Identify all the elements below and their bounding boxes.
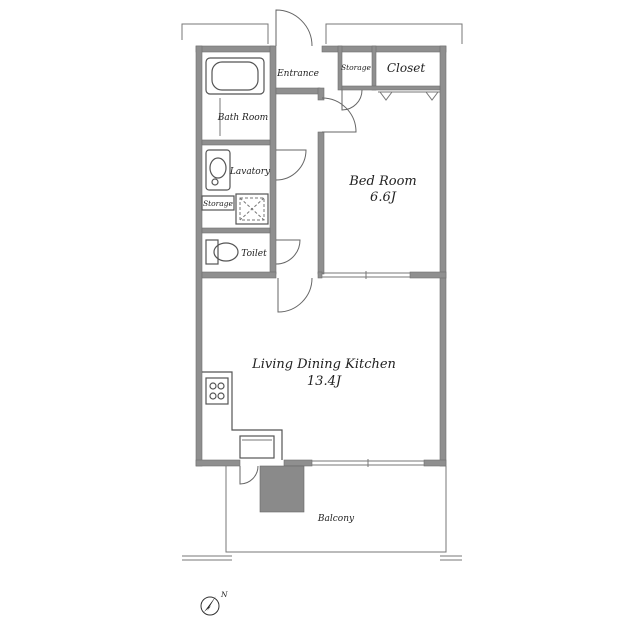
label-bed-room-size: 6.6J xyxy=(370,190,397,205)
label-entrance: Entrance xyxy=(276,69,319,79)
balcony-area xyxy=(182,465,462,561)
label-ldk-size: 13.4J xyxy=(307,374,342,389)
balcony-door xyxy=(239,465,259,485)
lavatory-door xyxy=(275,149,307,181)
compass-label: N xyxy=(220,590,228,599)
bedroom-door xyxy=(321,97,357,133)
entrance-door xyxy=(275,9,313,47)
sliding-window-bedroom xyxy=(322,271,410,279)
label-lavatory: Lavatory xyxy=(229,167,271,177)
label-ldk: Living Dining Kitchen xyxy=(251,357,396,372)
kitchen-stove xyxy=(205,377,229,405)
label-bath-room: Bath Room xyxy=(217,113,268,123)
kitchen-counter xyxy=(202,371,283,460)
storage-small-box xyxy=(201,195,235,211)
bathtub xyxy=(205,57,265,136)
label-closet: Closet xyxy=(387,61,426,75)
ldk-door xyxy=(277,277,313,313)
storage-door xyxy=(341,89,363,111)
label-bed-room: Bed Room xyxy=(348,174,416,189)
toilet-fixture xyxy=(205,239,239,265)
label-balcony: Balcony xyxy=(317,514,355,524)
doors xyxy=(239,9,363,485)
exterior-walls xyxy=(195,45,447,467)
interior-walls xyxy=(201,45,447,279)
sliding-window-balcony xyxy=(312,459,424,467)
toilet-door xyxy=(275,239,301,265)
washing-machine-pan xyxy=(235,193,269,225)
label-storage-top: Storage xyxy=(341,63,372,72)
label-toilet: Toilet xyxy=(241,249,267,259)
compass-icon: N xyxy=(200,590,228,616)
closet-shelf xyxy=(378,91,440,101)
lavatory-sink xyxy=(205,149,231,191)
building-outline xyxy=(181,23,463,44)
label-storage-small: Storage xyxy=(203,199,234,208)
